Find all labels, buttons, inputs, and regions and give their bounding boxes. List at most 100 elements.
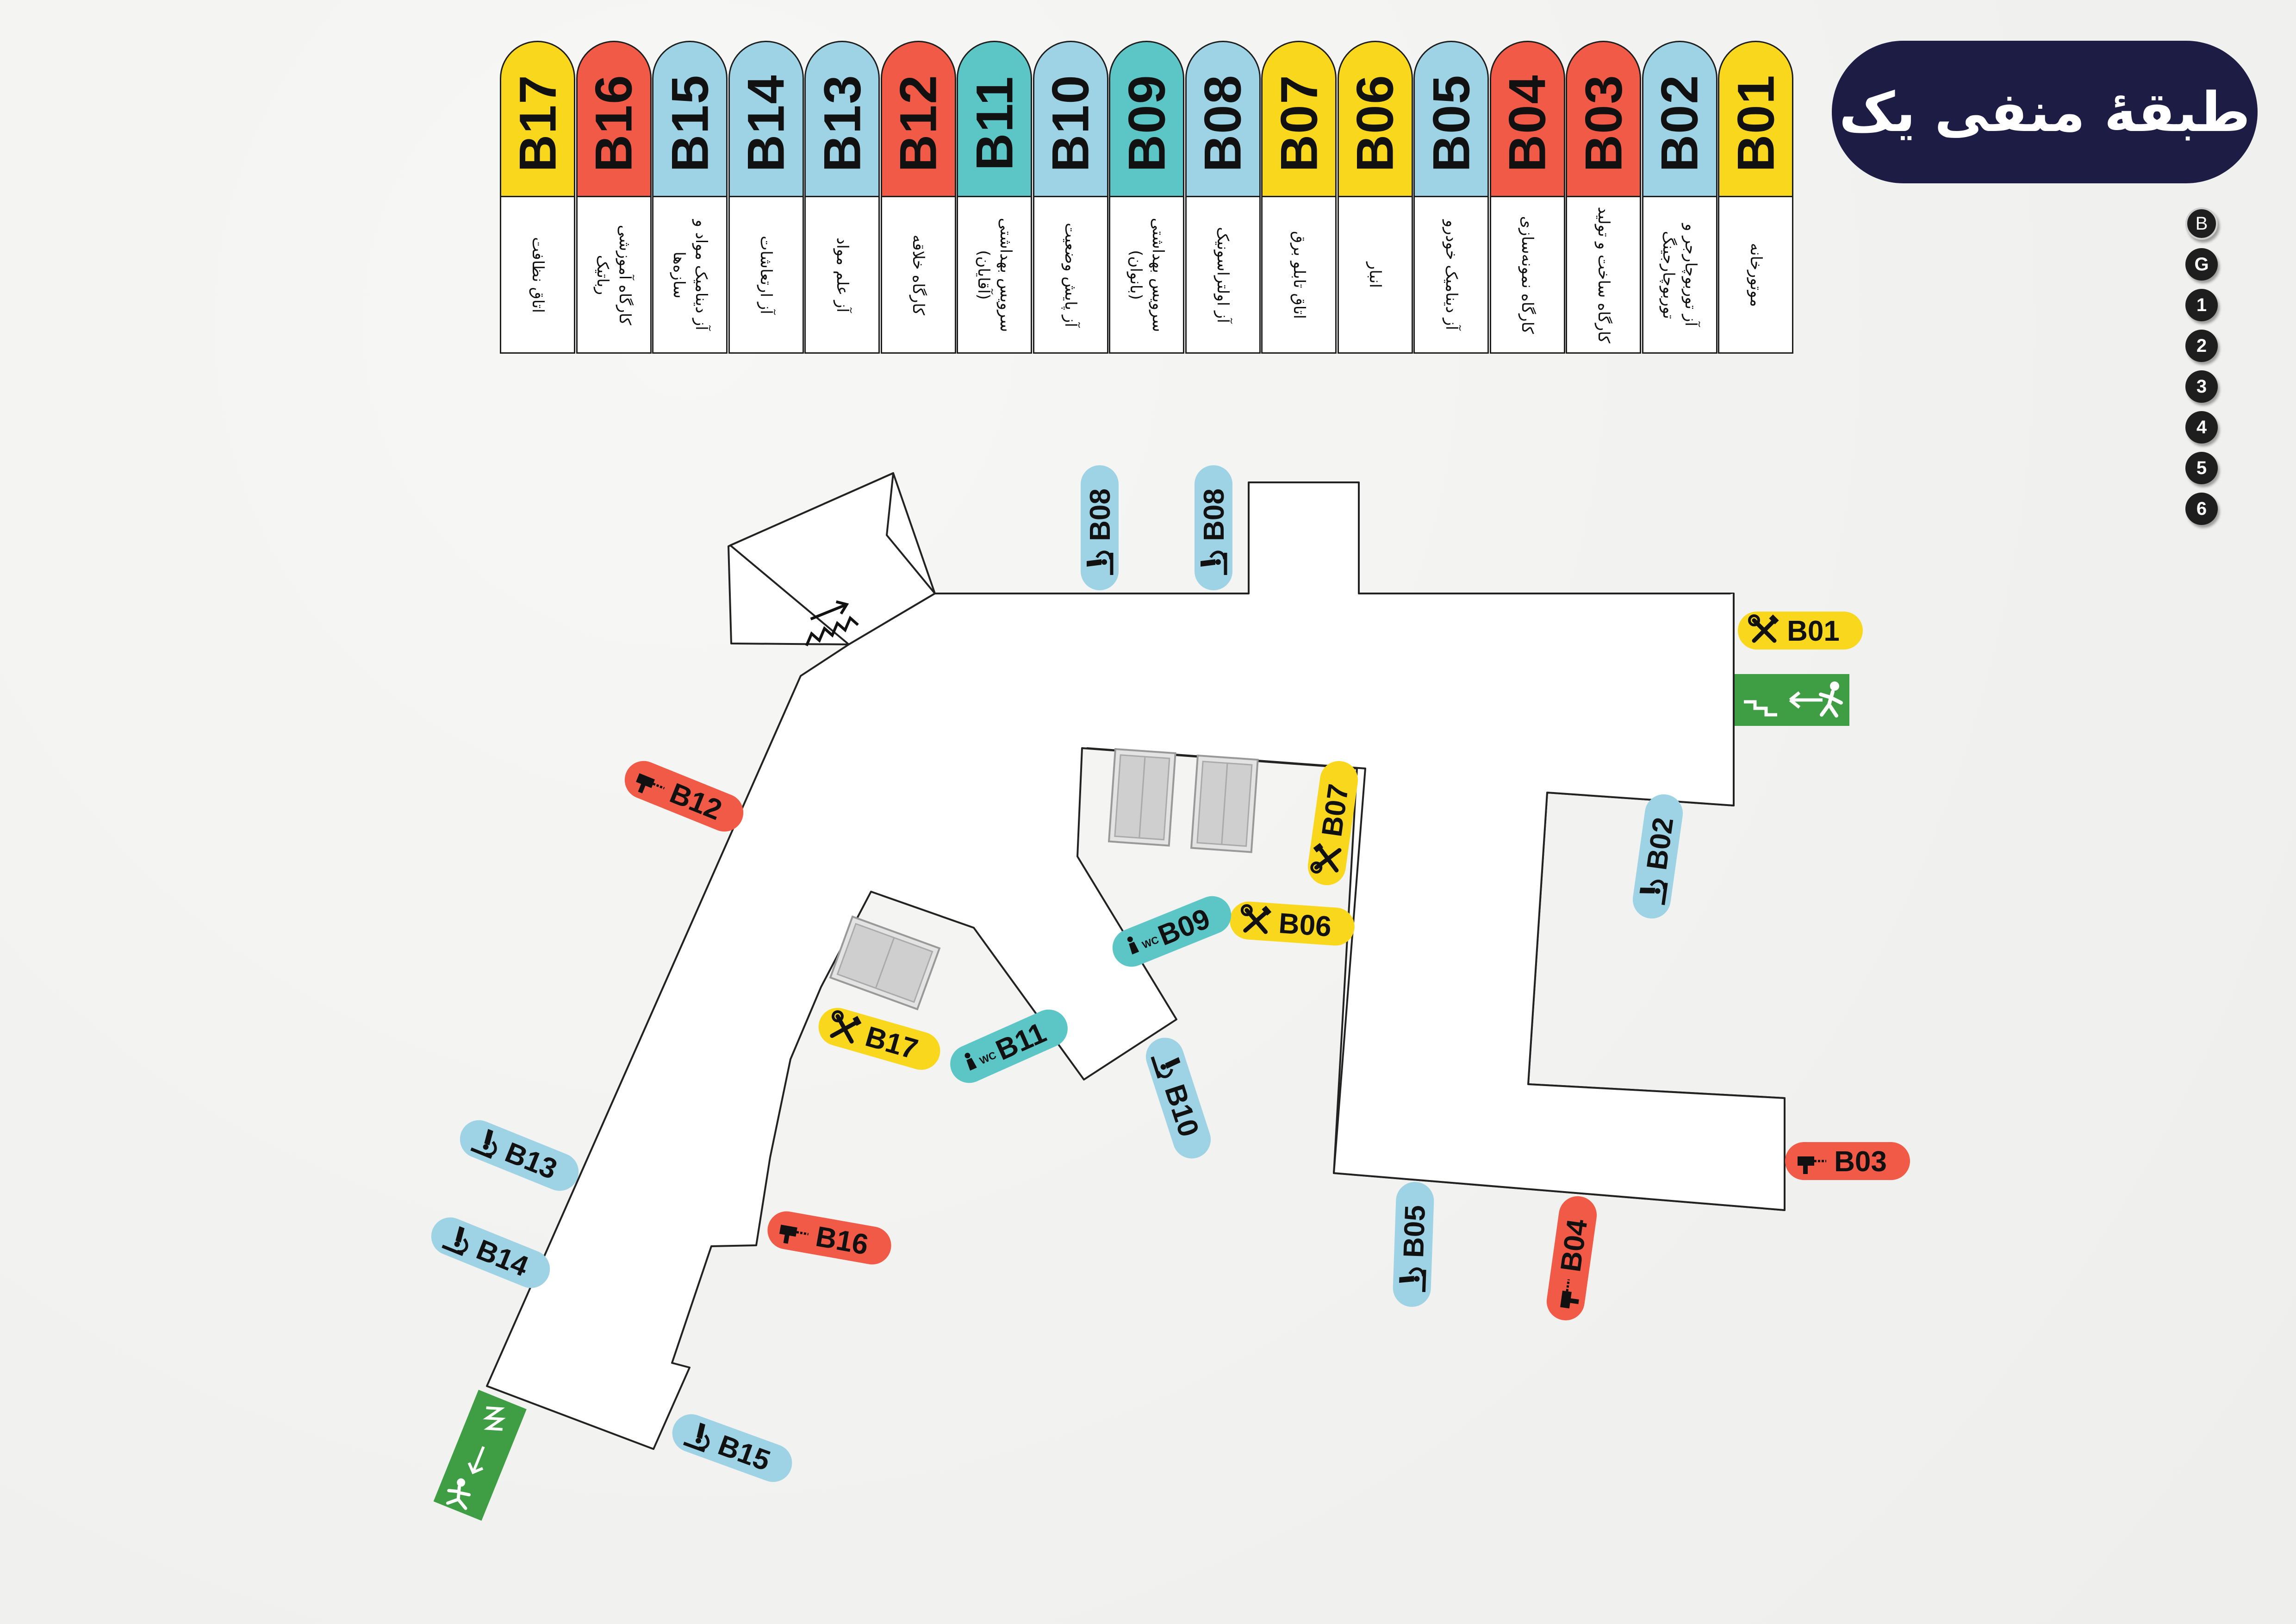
floor-title-badge: طبقهٔ منفی یک: [1832, 41, 2258, 183]
map-label-pill: [1632, 794, 1683, 919]
legend-code-cap: B02: [1642, 41, 1717, 196]
map-label-pill: [1546, 1196, 1597, 1321]
elevator-icon: [1190, 754, 1259, 853]
legend-name-cell: سرویس بهداشتی (آقایان): [957, 196, 1032, 354]
map-label-code: B03: [1834, 1146, 1887, 1178]
map-label-pill: [1785, 1142, 1910, 1180]
map-label-code: B05: [1398, 1205, 1431, 1258]
elevator-group: [829, 748, 1259, 1011]
map-label-code: B01: [1787, 615, 1840, 647]
legend-name-cell: آز توربوچارجر و توربوچارجینگ: [1642, 196, 1717, 354]
map-label-b12[interactable]: B12: [619, 755, 749, 837]
map-label-b05[interactable]: B05: [1392, 1181, 1434, 1308]
floor-button-b[interactable]: B: [2185, 207, 2218, 240]
floor-button-6[interactable]: 6: [2185, 493, 2218, 525]
map-label-pill: [1307, 761, 1358, 886]
legend-code-cap: B09: [1109, 41, 1184, 196]
floor-button-2[interactable]: 2: [2185, 330, 2218, 362]
legend-name-cell: آز اولتراسونیک: [1185, 196, 1261, 354]
map-label-b04[interactable]: B04: [1544, 1194, 1599, 1323]
legend-code-cap: B03: [1566, 41, 1641, 196]
floor-button-1[interactable]: 1: [2185, 289, 2218, 321]
legend-code-cap: B07: [1261, 41, 1337, 196]
map-label-b08[interactable]: B08: [1081, 465, 1119, 590]
map-label-pill: [767, 1211, 891, 1265]
map-label-b15[interactable]: B15: [667, 1409, 797, 1487]
legend-name-cell: آز دینامیک مواد و سازه‌ها: [652, 196, 728, 354]
legend-code-cap: B10: [1033, 41, 1108, 196]
legend-name-cell: کارگاه ساخت و تولید: [1566, 196, 1641, 354]
map-label-pill: [1738, 612, 1863, 650]
map-label-pill: [1081, 465, 1119, 590]
map-label-code: B06: [1278, 907, 1332, 943]
legend-name-cell: سرویس بهداشتی (بانوان): [1109, 196, 1184, 354]
legend-name-cell: اتاق نظافت: [500, 196, 575, 354]
map-label-b17[interactable]: B17: [814, 1003, 945, 1074]
legend-name-cell: کارگاه نمونه‌سازی: [1489, 196, 1565, 354]
map-label-b02[interactable]: B02: [1630, 792, 1686, 921]
map-label-b07[interactable]: B07: [1306, 759, 1361, 888]
legend-code-cap: B13: [804, 41, 880, 196]
map-label-code: B17: [862, 1020, 921, 1066]
map-label-pill: [1195, 465, 1232, 590]
staircase-icon: [805, 600, 859, 646]
map-label-b08[interactable]: B08: [1195, 465, 1232, 590]
map-label-pill: [624, 761, 744, 832]
legend-code-cap: B05: [1413, 41, 1489, 196]
elevator-icon: [1108, 748, 1176, 847]
map-label-b16[interactable]: B16: [765, 1208, 894, 1268]
map-label-pill: [818, 1008, 940, 1070]
elevator-icon: [829, 915, 941, 1011]
map-label-b13[interactable]: B13: [454, 1114, 584, 1196]
legend-name-cell: آز علم مواد: [804, 196, 880, 354]
legend-code-cap: B12: [880, 41, 956, 196]
legend-code-cap: B06: [1337, 41, 1413, 196]
legend-name-cell: آز ارتعاشات: [728, 196, 804, 354]
map-label-b10[interactable]: B10: [1141, 1033, 1215, 1163]
map-label-code: B07: [1316, 782, 1355, 838]
map-label-b01[interactable]: B01: [1738, 612, 1863, 650]
west-corridor: [729, 472, 936, 645]
legend-code-cap: B01: [1718, 41, 1793, 196]
floor-button-3[interactable]: 3: [2185, 370, 2218, 403]
map-label-code: B10: [1158, 1081, 1205, 1141]
legend-name-cell: کارگاه خلاقه: [880, 196, 956, 354]
map-label-pill: [1230, 901, 1355, 946]
floor-button-4[interactable]: 4: [2185, 411, 2218, 443]
legend-name-cell: کارگاه آموزشی رباتیک: [576, 196, 652, 354]
map-label-b11[interactable]: B11: [944, 1004, 1074, 1089]
legend-code-cap: B04: [1489, 41, 1565, 196]
map-label-b09[interactable]: B09: [1107, 890, 1237, 972]
map-label-b14[interactable]: B14: [425, 1212, 555, 1293]
legend-name-cell: اتاق تابلو برق: [1261, 196, 1337, 354]
legend-code-cap: B08: [1185, 41, 1261, 196]
map-label-code: B15: [714, 1429, 774, 1477]
legend-code-cap: B15: [652, 41, 728, 196]
map-label-b06[interactable]: B06: [1228, 900, 1356, 947]
legend-name-cell: موتورخانه: [1718, 196, 1793, 354]
legend-name-cell: آز دینامیک خودرو: [1413, 196, 1489, 354]
map-label-b03[interactable]: B03: [1785, 1142, 1910, 1180]
floor-button-5[interactable]: 5: [2185, 452, 2218, 484]
emergency-exit-icon: [433, 1390, 527, 1521]
map-label-pill: [950, 1009, 1068, 1083]
map-label-code: B08: [1198, 488, 1230, 541]
floor-button-g[interactable]: G: [2185, 248, 2218, 281]
